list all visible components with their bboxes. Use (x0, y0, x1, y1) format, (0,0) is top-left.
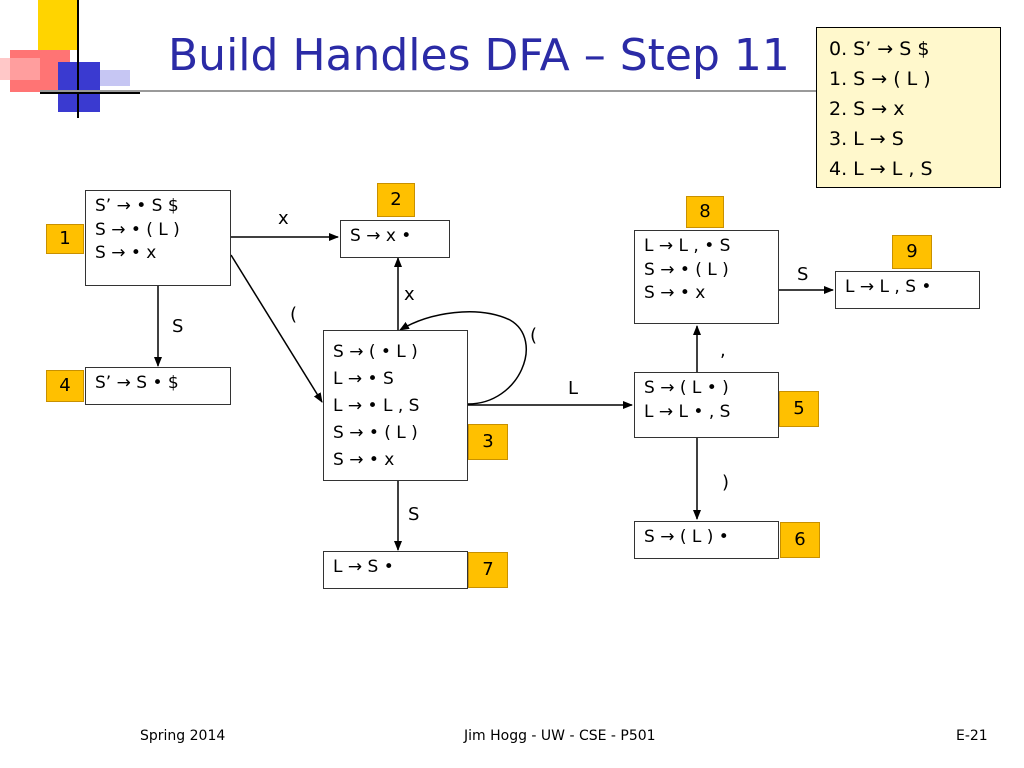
footer-author: Jim Hogg - UW - CSE - P501 (464, 728, 656, 744)
state-3-box: S → ( • L ) L → • S L → • L , S S → • ( … (323, 330, 468, 481)
corner-decoration (0, 0, 140, 120)
state-item: S’ → • S $ (95, 196, 179, 216)
edge-label-3-7: S (408, 504, 420, 525)
slide-title: Build Handles DFA – Step 11 (168, 30, 790, 81)
state-9-number: 9 (892, 235, 932, 269)
state-4-number: 4 (46, 370, 84, 402)
state-1-box: S’ → • S $ S → • ( L ) S → • x (85, 190, 231, 286)
state-6-box: S → ( L ) • (634, 521, 779, 559)
state-5-box: S → ( L • ) L → L • , S (634, 372, 779, 438)
edge-label-3-3: ( (530, 325, 538, 346)
grammar-rule: 4. L → L , S (829, 158, 933, 180)
grammar-rule: 0. S’ → S $ (829, 38, 930, 60)
state-2-number: 2 (377, 183, 415, 217)
state-1-number: 1 (46, 224, 84, 254)
state-3-number: 3 (468, 424, 508, 460)
state-item: S → • x (333, 450, 395, 470)
edge-loop-3-3 (399, 311, 527, 405)
state-item: S → ( • L ) (333, 342, 418, 362)
state-item: L → L , S • (845, 277, 932, 297)
state-item: S → x • (350, 226, 412, 246)
grammar-rule: 3. L → S (829, 128, 904, 150)
state-4-box: S’ → S • $ (85, 367, 231, 405)
state-item: S → • ( L ) (644, 259, 729, 280)
state-8-number: 8 (686, 196, 724, 228)
state-item: L → L , • S (644, 236, 731, 256)
edge-label-1-4: S (172, 316, 184, 337)
title-underline (40, 90, 890, 92)
state-6-number: 6 (780, 522, 820, 558)
edge-label-5-8: , (720, 340, 726, 361)
footer-date: Spring 2014 (140, 728, 226, 744)
state-item: S → • x (644, 283, 706, 303)
state-item: S → • x (95, 243, 157, 263)
state-item: L → • S (333, 369, 394, 389)
edge-label-3-2: x (404, 284, 415, 305)
state-item: S → ( L • ) (644, 378, 729, 398)
state-9-box: L → L , S • (835, 271, 980, 309)
state-item: L → • L , S (333, 396, 420, 416)
state-8-box: L → L , • S S → • ( L ) S → • x (634, 230, 779, 324)
edge-label-1-3: ( (290, 304, 298, 325)
edge-label-8-9: S (797, 264, 809, 285)
state-item: L → L • , S (644, 401, 731, 422)
state-item: L → S • (333, 557, 394, 577)
state-7-number: 7 (468, 552, 508, 588)
footer-slide-number: E-21 (956, 728, 988, 744)
state-item: S’ → S • $ (95, 373, 179, 393)
edge-label-1-2: x (278, 208, 289, 229)
state-item: S → • ( L ) (333, 423, 418, 443)
state-2-box: S → x • (340, 220, 450, 258)
state-7-box: L → S • (323, 551, 468, 589)
edge-label-3-5: L (568, 378, 579, 399)
state-item: S → • ( L ) (95, 219, 180, 240)
state-item: S → ( L ) • (644, 527, 729, 547)
grammar-rule: 2. S → x (829, 98, 905, 120)
grammar-rule: 1. S → ( L ) (829, 68, 931, 90)
state-5-number: 5 (779, 391, 819, 427)
grammar-box: 0. S’ → S $ 1. S → ( L ) 2. S → x 3. L →… (816, 27, 1001, 188)
edge-arrow-1-3 (230, 254, 323, 403)
edge-label-5-6: ) (722, 472, 730, 493)
